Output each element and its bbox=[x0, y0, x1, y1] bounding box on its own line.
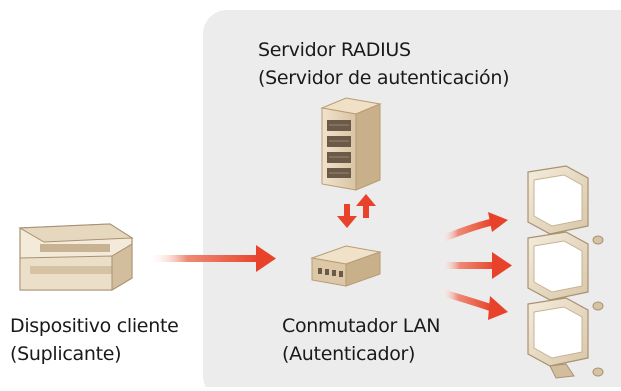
radius-server-title: Servidor RADIUS bbox=[258, 39, 411, 61]
client-device-label: Dispositivo cliente (Suplicante) bbox=[10, 312, 179, 368]
authentication-zone bbox=[203, 10, 621, 391]
arrow-switch-to-computer-2 bbox=[440, 252, 512, 279]
arrow-switch-to-computer-1 bbox=[438, 212, 508, 244]
radius-server-subtitle: (Servidor de autenticación) bbox=[258, 67, 510, 89]
network-switch-icon bbox=[310, 245, 382, 287]
exchange-arrows-icon bbox=[337, 194, 376, 228]
printer-icon bbox=[18, 223, 134, 291]
lan-switch-label: Conmutador LAN (Autenticador) bbox=[282, 312, 440, 368]
arrow-switch-to-computer-3 bbox=[439, 288, 508, 320]
radius-server-label: Servidor RADIUS (Servidor de autenticaci… bbox=[258, 36, 510, 92]
client-device-title: Dispositivo cliente bbox=[10, 315, 179, 337]
arrow-client-to-switch bbox=[148, 245, 276, 272]
computer-monitor-icon bbox=[527, 297, 604, 379]
client-device-subtitle: (Suplicante) bbox=[10, 343, 122, 365]
lan-switch-subtitle: (Autenticador) bbox=[282, 343, 416, 365]
lan-switch-title: Conmutador LAN bbox=[282, 315, 441, 337]
server-rack-icon bbox=[320, 97, 382, 191]
